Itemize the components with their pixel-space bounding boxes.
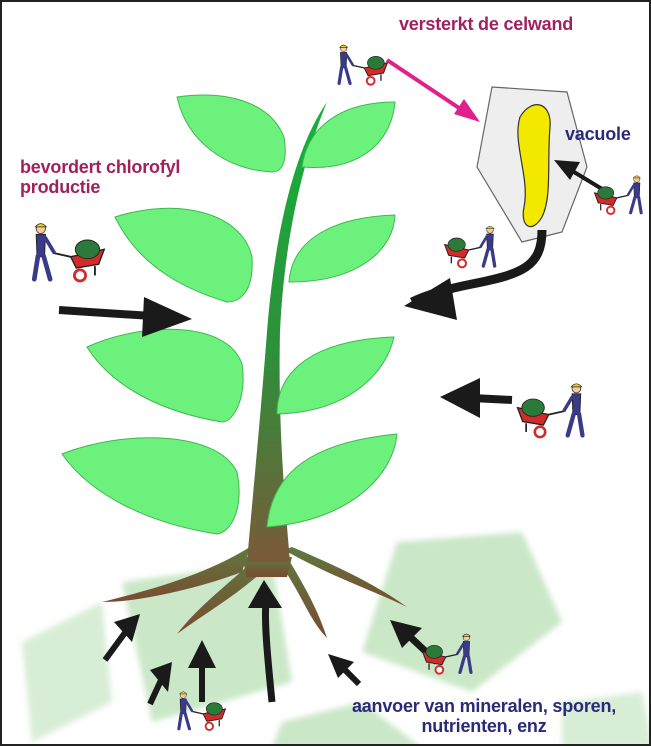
label-chlorophyll-line2: productie	[20, 177, 100, 197]
leaf	[277, 337, 394, 414]
leaf	[62, 438, 239, 534]
label-supply: aanvoer van mineralen, sporen, nutriente…	[324, 696, 644, 736]
worker-wheelbarrow-icon	[34, 224, 104, 281]
root-arrow	[105, 630, 127, 660]
arrowhead	[454, 99, 480, 122]
leaf	[115, 208, 252, 302]
leaf	[302, 102, 395, 168]
leaf	[87, 329, 243, 422]
worker-wheelbarrow-icon	[517, 384, 582, 437]
label-vacuole: vacuole	[565, 124, 631, 144]
worker-wheelbarrow-icon	[594, 176, 641, 214]
worker-wheelbarrow-icon	[339, 45, 387, 85]
label-supply-line2: nutrienten, enz	[324, 716, 644, 736]
worker-wheelbarrow-icon	[445, 226, 495, 267]
arrowhead	[440, 378, 480, 418]
arrow-chlorophyll	[59, 310, 152, 316]
arrow-cell-wall	[387, 60, 462, 110]
leaf	[289, 215, 395, 282]
leaf	[267, 434, 397, 527]
leaf	[177, 95, 285, 172]
background-hexagon	[22, 602, 112, 742]
label-chlorophyll: bevordert chlorofyl productie	[20, 157, 180, 197]
label-supply-line1: aanvoer van mineralen, sporen,	[324, 696, 644, 716]
label-chlorophyll-line1: bevordert chlorofyl	[20, 157, 180, 177]
label-cell-wall: versterkt de celwand	[399, 14, 573, 34]
